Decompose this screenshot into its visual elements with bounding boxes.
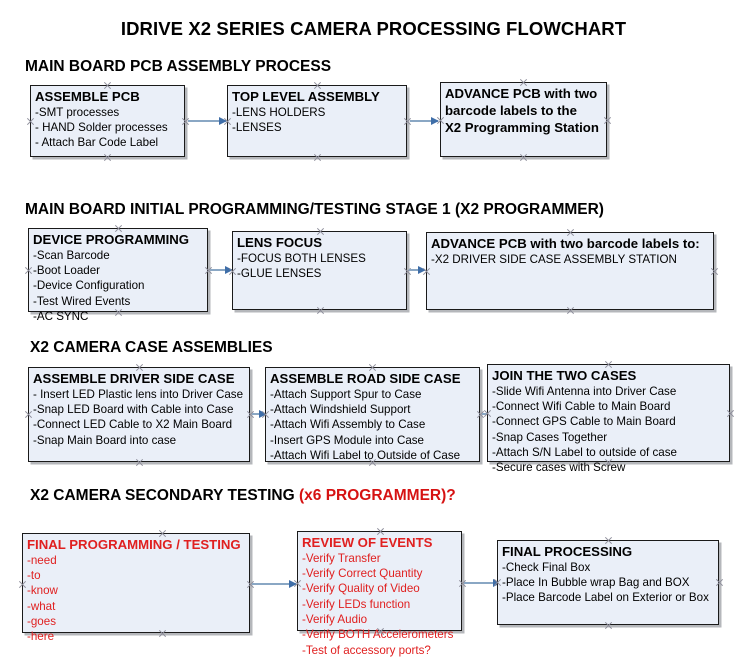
node-title: ASSEMBLE ROAD SIDE CASE	[270, 371, 461, 386]
connector-assemble-pcb-to-top-level-assembly	[188, 116, 227, 125]
node-line: -need	[27, 553, 57, 567]
node-title: FINAL PROGRAMMING / TESTING	[27, 537, 241, 552]
node-line: -Scan Barcode	[33, 248, 110, 262]
node-line: -Verify Quality of Video	[302, 582, 420, 596]
node-line: -what	[27, 599, 56, 613]
arrow-head-icon	[225, 265, 233, 274]
node-line: -Snap LED Board with Cable into Case	[33, 402, 234, 416]
node-line: X2 Programming Station	[445, 119, 599, 135]
node-line: -AC SYNC	[33, 310, 89, 324]
node-assemble-pcb[interactable]: ASSEMBLE PCB -SMT processes - HAND Solde…	[30, 85, 185, 157]
node-line: -Place Barcode Label on Exterior or Box	[502, 591, 709, 605]
node-title: ASSEMBLE DRIVER SIDE CASE	[33, 371, 235, 386]
node-assemble-road-side-case[interactable]: ASSEMBLE ROAD SIDE CASE -Attach Support …	[265, 367, 480, 462]
node-line: -Secure cases with Screw	[492, 461, 626, 475]
node-line: -Boot Loader	[33, 263, 101, 277]
node-line: - Insert LED Plastic lens into Driver Ca…	[33, 387, 244, 401]
node-line: -Verify BOTH Accelerometers	[302, 628, 454, 642]
section-header-text: X2 CAMERA CASE ASSEMBLIES	[30, 339, 273, 356]
connector-lens-focus-to-advance-pcb-driver-side	[409, 265, 426, 274]
arrow-head-icon	[219, 116, 227, 125]
node-final-programming-testing[interactable]: FINAL PROGRAMMING / TESTING -need -to -k…	[22, 533, 250, 643]
node-line: -Attach Wifi Assembly to Case	[270, 418, 426, 432]
node-line: -Connect LED Cable to X2 Main Board	[33, 418, 233, 432]
node-title: FINAL PROCESSING	[502, 544, 633, 559]
node-line: -goes	[27, 615, 57, 629]
node-line: - HAND Solder processes	[35, 120, 168, 134]
connector-review-of-events-to-final-processing	[464, 578, 501, 587]
node-line: - Attach Bar Code Label	[35, 136, 159, 150]
connector-driver-side-to-road-side	[252, 409, 267, 418]
node-line: -FOCUS BOTH LENSES	[237, 251, 366, 265]
node-title: REVIEW OF EVENTS	[302, 535, 433, 550]
connector-top-level-assembly-to-advance-pcb	[410, 116, 439, 125]
node-lens-focus[interactable]: LENS FOCUS -FOCUS BOTH LENSES -GLUE LENS…	[232, 231, 407, 310]
node-advance-pcb-to-programming-station[interactable]: ADVANCE PCB with two barcode labels to t…	[440, 82, 607, 157]
node-line: -LENSES	[232, 120, 282, 134]
node-line: -Slide Wifi Antenna into Driver Case	[492, 384, 677, 398]
node-review-of-events[interactable]: REVIEW OF EVENTS -Verify Transfer -Verif…	[297, 531, 462, 657]
node-line: -X2 DRIVER SIDE CASE ASSEMBLY STATION	[431, 252, 677, 266]
node-line: -LENS HOLDERS	[232, 105, 326, 119]
section-header-text: MAIN BOARD INITIAL PROGRAMMING/TESTING S…	[25, 201, 604, 218]
node-title: ADVANCE PCB with two barcode labels to:	[431, 236, 700, 251]
node-line: -Attach S/N Label to outside of case	[492, 446, 677, 460]
node-line: -Connect Wifi Cable to Main Board	[492, 399, 671, 413]
node-title: ASSEMBLE PCB	[35, 89, 140, 104]
connector-final-programming-to-review-of-events	[252, 579, 297, 588]
node-line: -know	[27, 584, 58, 598]
arrow-head-icon	[431, 116, 439, 125]
node-top-level-assembly[interactable]: TOP LEVEL ASSEMBLY -LENS HOLDERS -LENSES	[227, 85, 407, 157]
node-line: -Test Wired Events	[33, 294, 131, 308]
node-join-the-two-cases[interactable]: JOIN THE TWO CASES -Slide Wifi Antenna i…	[487, 364, 730, 474]
node-line: -Verify Audio	[302, 613, 368, 627]
node-title: JOIN THE TWO CASES	[492, 368, 637, 383]
node-line: -Place In Bubble wrap Bag and BOX	[502, 575, 690, 589]
node-line: -SMT processes	[35, 105, 120, 119]
section-header-text: X2 CAMERA SECONDARY TESTING	[30, 487, 299, 504]
node-line: -Device Configuration	[33, 279, 145, 293]
page-title: IDRIVE X2 SERIES CAMERA PROCESSING FLOWC…	[120, 18, 627, 39]
node-final-processing[interactable]: FINAL PROCESSING -Check Final Box -Place…	[497, 540, 719, 625]
node-title: LENS FOCUS	[237, 235, 322, 250]
node-line: -Check Final Box	[502, 560, 591, 574]
node-line: -here	[27, 630, 55, 644]
node-line: -Snap Cases Together	[492, 430, 608, 444]
section-header-accent-text: (x6 PROGRAMMER)?	[299, 487, 456, 504]
node-line: -Attach Wifi Label to Outside of Case	[270, 449, 461, 463]
arrow-head-icon	[289, 579, 297, 588]
node-line: -Insert GPS Module into Case	[270, 433, 425, 447]
node-device-programming[interactable]: DEVICE PROGRAMMING -Scan Barcode -Boot L…	[28, 228, 208, 323]
node-line: -to	[27, 568, 41, 582]
node-assemble-driver-side-case[interactable]: ASSEMBLE DRIVER SIDE CASE - Insert LED P…	[28, 367, 250, 462]
section-header-main-board-pcb-assembly-process: MAIN BOARD PCB ASSEMBLY PROCESS	[25, 58, 331, 76]
connector-device-programming-to-lens-focus	[210, 265, 233, 274]
node-title: DEVICE PROGRAMMING	[33, 232, 190, 247]
node-line: -Attach Windshield Support	[270, 402, 411, 416]
node-title: ADVANCE PCB with two	[445, 86, 598, 101]
node-line: -Verify Transfer	[302, 551, 381, 565]
section-header-text: MAIN BOARD PCB ASSEMBLY PROCESS	[25, 58, 332, 75]
node-line: -Verify Correct Quantity	[302, 566, 423, 580]
arrow-head-icon	[418, 265, 426, 274]
node-line: barcode labels to the	[445, 102, 577, 118]
section-header-x2-camera-secondary-testing: X2 CAMERA SECONDARY TESTING (x6 PROGRAMM…	[30, 487, 456, 505]
section-header-x2-camera-case-assemblies: X2 CAMERA CASE ASSEMBLIES	[30, 339, 273, 357]
node-line: -Connect GPS Cable to Main Board	[492, 415, 676, 429]
node-line: -GLUE LENSES	[237, 266, 322, 280]
node-line: -Attach Support Spur to Case	[270, 387, 422, 401]
node-line: -Verify LEDs function	[302, 597, 411, 611]
node-line: -Snap Main Board into case	[33, 433, 177, 447]
section-header-main-board-initial-programming: MAIN BOARD INITIAL PROGRAMMING/TESTING S…	[25, 201, 604, 219]
node-advance-pcb-to-driver-side-case[interactable]: ADVANCE PCB with two barcode labels to: …	[426, 232, 714, 310]
arrow-head-icon	[259, 409, 267, 418]
node-title: TOP LEVEL ASSEMBLY	[232, 89, 380, 104]
node-line-overflow: -Test of accessory ports?	[302, 643, 431, 657]
